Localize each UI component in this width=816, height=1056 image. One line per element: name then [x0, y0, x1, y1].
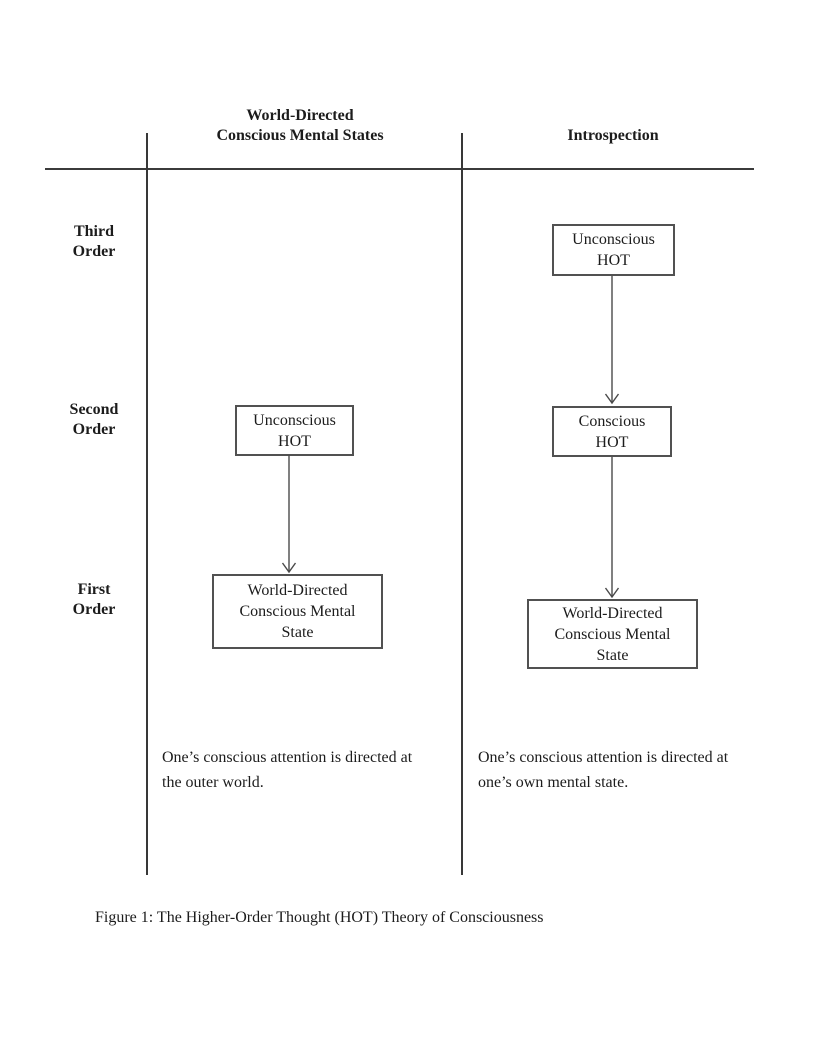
- left-column-divider-line: [146, 133, 148, 875]
- box-left-unconscious-hot: Unconscious HOT: [235, 405, 354, 456]
- header-divider-line: [45, 168, 754, 170]
- note-left-column: One’s conscious attention is directed at…: [162, 749, 413, 791]
- down-arrow-icon-right-column-lower: [604, 457, 620, 598]
- column-header-world-directed: World-Directed Conscious Mental States: [216, 107, 384, 144]
- box-right-unconscious-hot: Unconscious HOT: [552, 224, 675, 276]
- note-right-column: One’s conscious attention is directed at…: [478, 749, 729, 791]
- figure-caption: Figure 1: The Higher-Order Thought (HOT)…: [95, 909, 544, 926]
- row-label-third-order: Third Order: [72, 223, 116, 260]
- down-arrow-icon-left-column: [281, 455, 297, 574]
- down-arrow-icon-right-column-upper: [604, 276, 620, 405]
- box-left-world-directed-state: World-Directed Conscious Mental State: [212, 574, 383, 649]
- box-right-world-directed-state: World-Directed Conscious Mental State: [527, 599, 698, 669]
- column-header-introspection: Introspection: [567, 127, 659, 144]
- box-right-conscious-hot: Conscious HOT: [552, 406, 672, 457]
- row-label-second-order: Second Order: [69, 401, 119, 438]
- right-column-divider-line: [461, 133, 463, 875]
- row-label-first-order: First Order: [72, 581, 116, 618]
